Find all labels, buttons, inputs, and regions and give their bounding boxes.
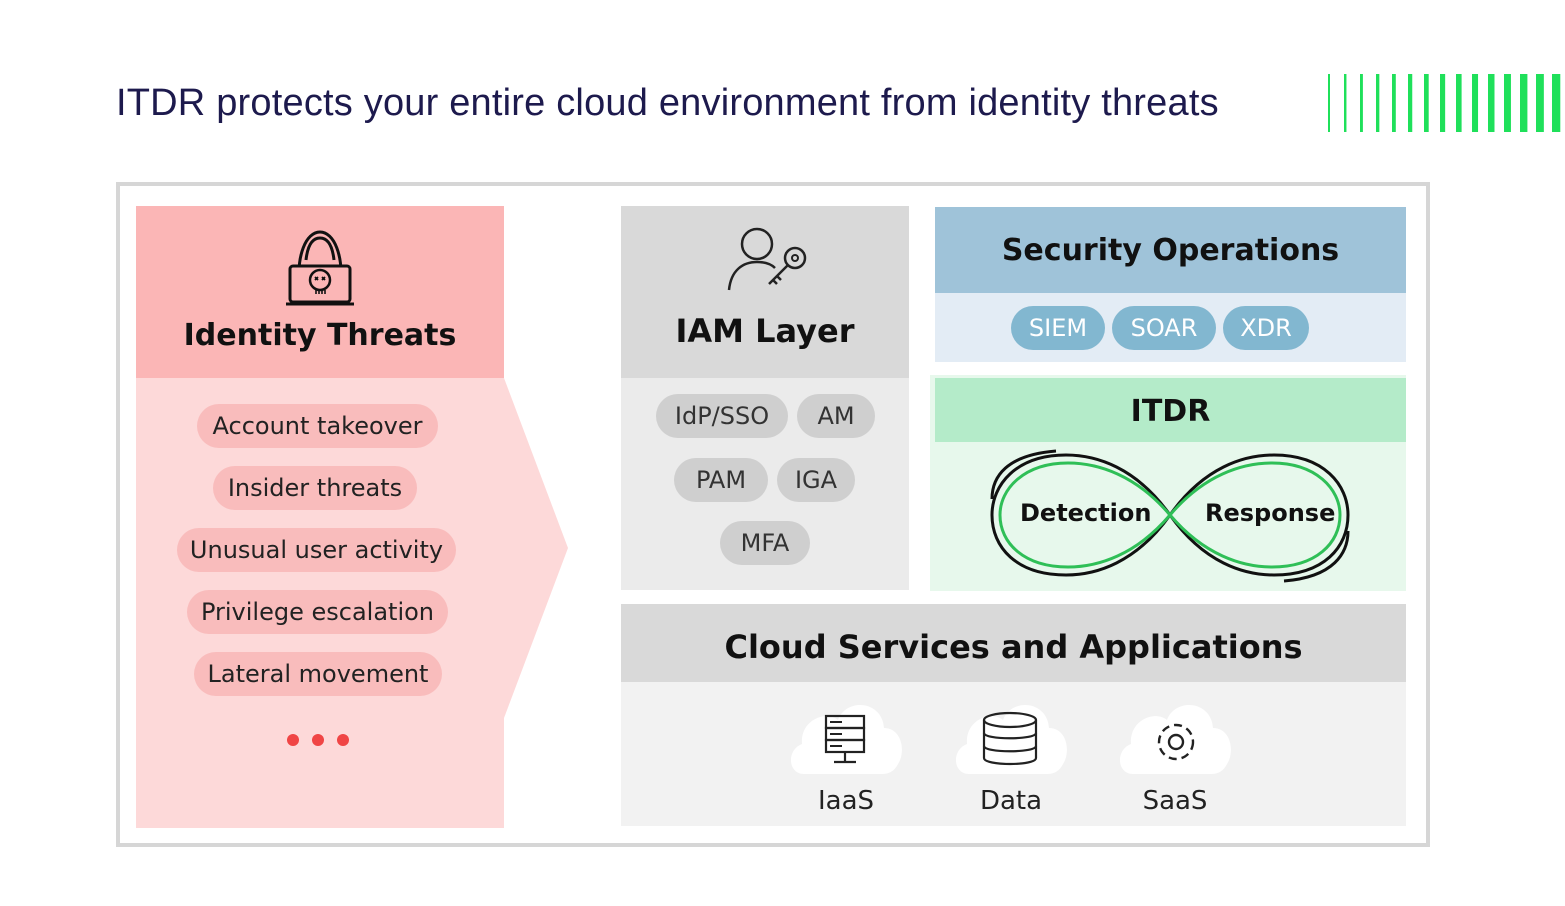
green-bar [1408, 74, 1413, 132]
green-bar [1344, 74, 1347, 132]
threat-pill: Lateral movement [194, 652, 442, 696]
threat-pill: Account takeover [197, 404, 438, 448]
gear-cloud-icon [1119, 705, 1231, 774]
security-operations-title: Security Operations [1001, 233, 1340, 268]
green-bar [1360, 74, 1363, 132]
infinity-loop-icon [990, 449, 1350, 583]
secops-pill: SOAR [1112, 306, 1216, 350]
green-bar [1552, 74, 1561, 132]
threat-pill: Insider threats [213, 466, 417, 510]
green-bar [1440, 74, 1446, 132]
cloud-services-header: Cloud Services and Applications [621, 604, 1406, 682]
green-bar [1472, 74, 1479, 132]
database-cloud-icon [955, 705, 1067, 774]
threat-pill: Privilege escalation [187, 590, 448, 634]
green-bar [1376, 74, 1380, 132]
page-title: ITDR protects your entire cloud environm… [116, 82, 1219, 124]
secops-pill: XDR [1223, 306, 1309, 350]
itdr-header: ITDR [935, 378, 1406, 442]
threat-pill: Unusual user activity [177, 528, 456, 572]
server-cloud-icon [790, 705, 902, 774]
iam-pill: IGA [777, 458, 855, 502]
response-label: Response [1205, 499, 1336, 527]
green-bar [1536, 74, 1544, 132]
iam-layer-title: IAM Layer [675, 312, 855, 350]
green-bar [1456, 74, 1462, 132]
iam-pill: AM [797, 394, 875, 438]
identity-threats-header: Identity Threats [136, 206, 504, 378]
green-bar [1520, 74, 1528, 132]
green-bar [1328, 74, 1330, 132]
cloud-item-iaas: IaaS [786, 690, 906, 816]
secops-pill: SIEM [1011, 306, 1105, 350]
green-bar [1504, 74, 1511, 132]
iam-pill: MFA [720, 521, 810, 565]
cloud-item-label: IaaS [817, 786, 875, 816]
iam-pill: PAM [674, 458, 768, 502]
security-operations-body: SIEM SOAR XDR [935, 293, 1406, 362]
detection-label: Detection [1020, 499, 1152, 527]
itdr-title: ITDR [1130, 394, 1211, 429]
green-bar [1424, 74, 1429, 132]
user-key-icon [727, 227, 807, 291]
iam-layer-header: IAM Layer [621, 206, 909, 378]
cloud-item-label: Data [979, 786, 1043, 816]
hacker-laptop-icon [286, 230, 354, 306]
iam-pill: IdP/SSO [656, 394, 788, 438]
cloud-services-title: Cloud Services and Applications [724, 628, 1303, 666]
cloud-item-saas: SaaS [1115, 690, 1235, 816]
identity-threats-title: Identity Threats [183, 318, 457, 353]
security-operations-header: Security Operations [935, 207, 1406, 293]
decorative-green-bars [1326, 74, 1565, 132]
cloud-item-label: SaaS [1142, 786, 1208, 816]
cloud-item-data: Data [951, 690, 1071, 816]
green-bar [1392, 74, 1396, 132]
green-bar [1488, 74, 1495, 132]
ellipsis-dots-icon [287, 734, 349, 746]
